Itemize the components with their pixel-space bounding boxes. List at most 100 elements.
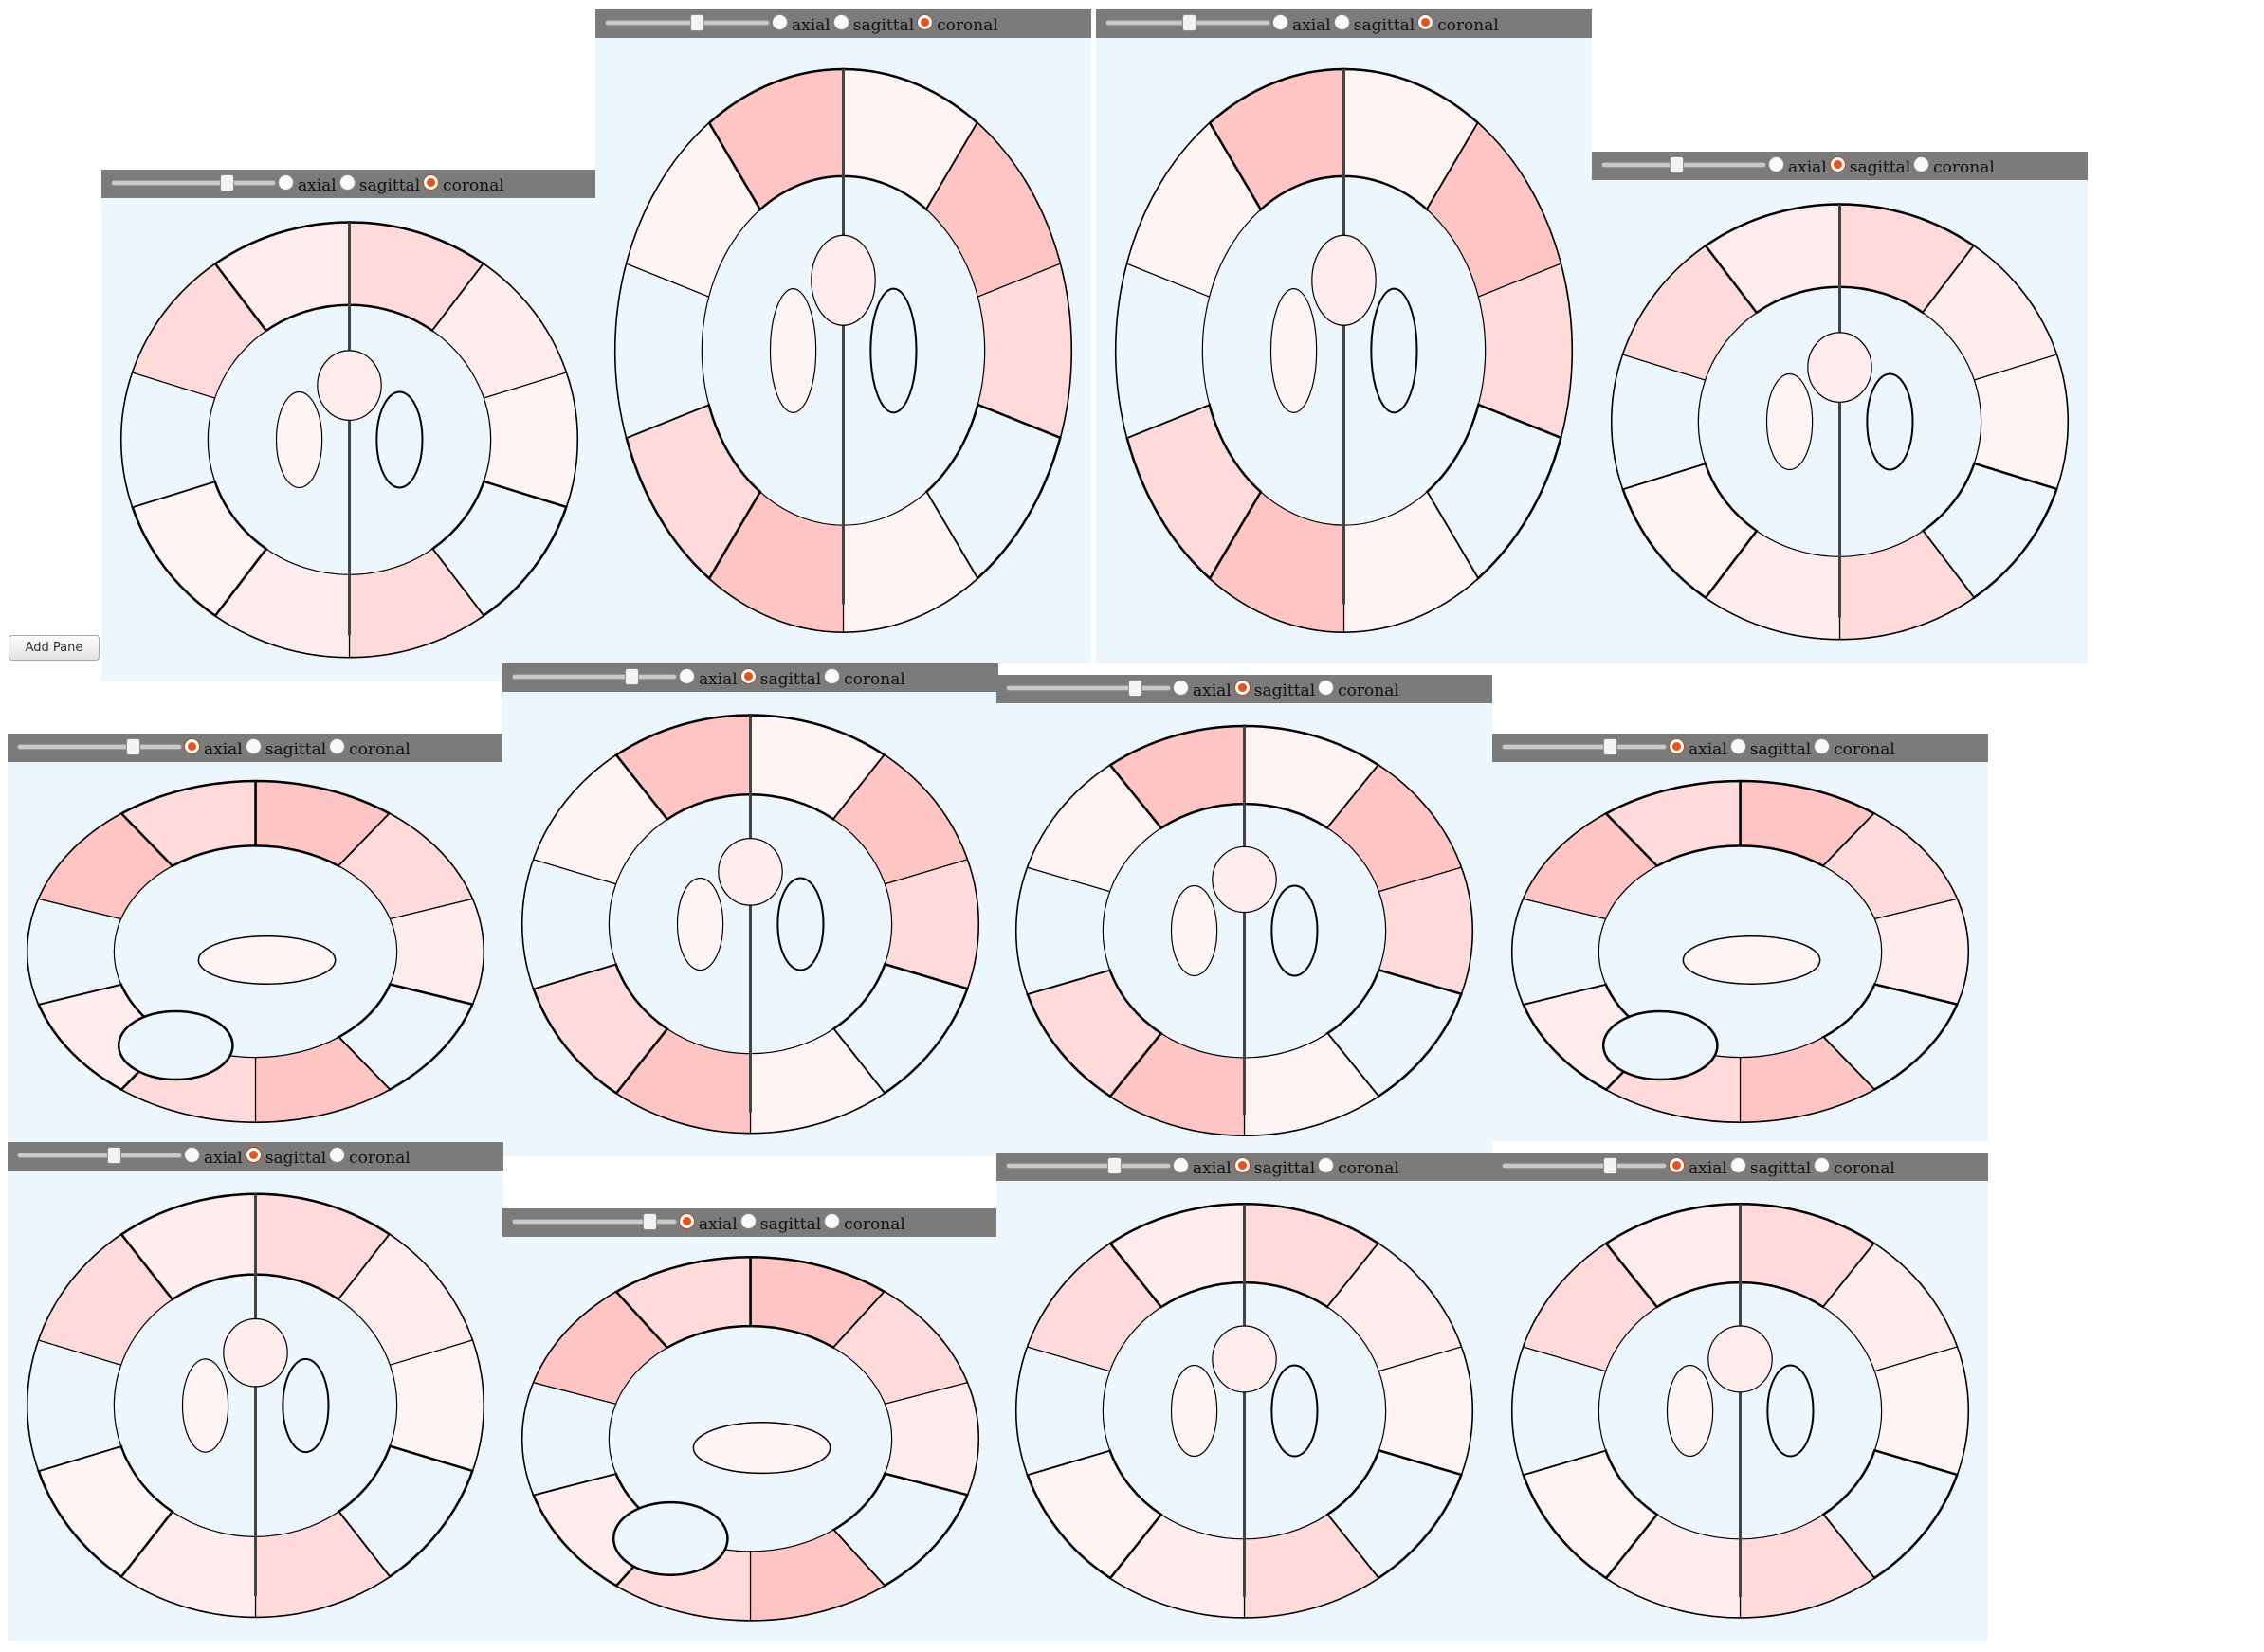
- slice-slider[interactable]: [1006, 1157, 1171, 1174]
- radio-coronal[interactable]: [329, 1146, 346, 1163]
- radio-sagittal[interactable]: [1729, 1156, 1746, 1173]
- radio-sagittal[interactable]: [245, 737, 262, 754]
- radio-axial[interactable]: [679, 1212, 695, 1229]
- brain-slice-drawing: [26, 1192, 485, 1619]
- brain-view[interactable]: [595, 38, 1091, 663]
- radio-coronal[interactable]: [1913, 155, 1930, 172]
- brain-view[interactable]: [502, 1237, 998, 1641]
- brain-slice-drawing: [1610, 203, 2070, 641]
- radio-label-axial: axial: [1193, 681, 1232, 700]
- brain-view[interactable]: [1592, 180, 2088, 663]
- slice-slider-thumb[interactable]: [1182, 14, 1196, 31]
- slice-slider[interactable]: [17, 1147, 182, 1164]
- slice-slider[interactable]: [512, 668, 677, 685]
- radio-axial[interactable]: [278, 173, 294, 191]
- brain-region: [1666, 1364, 1714, 1458]
- slice-slider[interactable]: [1601, 156, 1766, 173]
- brain-view[interactable]: [8, 762, 503, 1141]
- radio-sagittal[interactable]: [1729, 737, 1746, 754]
- radio-sagittal[interactable]: [739, 1212, 757, 1229]
- slice-slider-thumb[interactable]: [642, 1213, 657, 1230]
- slice-slider-thumb[interactable]: [624, 668, 639, 685]
- brain-view[interactable]: [1096, 38, 1592, 663]
- radio-label-coronal: coronal: [443, 176, 504, 195]
- radio-axial[interactable]: [1669, 737, 1685, 754]
- brain-view[interactable]: [101, 198, 597, 681]
- brain-view[interactable]: [1492, 762, 1988, 1141]
- cerebellum-region: [1601, 1009, 1719, 1081]
- slice-slider-thumb[interactable]: [1670, 156, 1685, 173]
- slice-slider-thumb[interactable]: [1602, 1157, 1617, 1174]
- brain-region: [1370, 287, 1418, 414]
- radio-sagittal[interactable]: [739, 667, 757, 684]
- radio-label-axial: axial: [1193, 1159, 1232, 1178]
- brain-view[interactable]: [1492, 1181, 1988, 1641]
- slice-slider-thumb[interactable]: [689, 14, 704, 31]
- slice-slider-thumb[interactable]: [126, 738, 141, 755]
- brain-slice-drawing: [26, 779, 485, 1123]
- radio-axial[interactable]: [1669, 1156, 1685, 1173]
- radio-coronal[interactable]: [1417, 13, 1434, 30]
- radio-label-coronal: coronal: [937, 16, 998, 35]
- radio-axial[interactable]: [1272, 13, 1288, 30]
- slice-slider[interactable]: [1105, 14, 1270, 31]
- brain-view[interactable]: [996, 703, 1492, 1158]
- radio-axial[interactable]: [184, 1146, 200, 1163]
- radio-sagittal[interactable]: [1333, 13, 1350, 30]
- radio-label-coronal: coronal: [1933, 158, 1995, 177]
- radio-axial[interactable]: [772, 13, 788, 30]
- slice-slider[interactable]: [17, 738, 182, 755]
- radio-label-sagittal: sagittal: [1253, 681, 1316, 700]
- cerebellum-region: [612, 1500, 729, 1577]
- radio-sagittal[interactable]: [1233, 679, 1251, 696]
- radio-sagittal[interactable]: [832, 13, 849, 30]
- brain-region: [1212, 845, 1277, 914]
- slice-slider[interactable]: [1006, 680, 1171, 697]
- radio-coronal[interactable]: [1318, 679, 1335, 696]
- brain-view[interactable]: [8, 1171, 503, 1641]
- radio-coronal[interactable]: [1318, 1156, 1335, 1173]
- slice-slider-thumb[interactable]: [1128, 680, 1143, 697]
- radio-axial[interactable]: [1768, 155, 1784, 172]
- slice-slider[interactable]: [605, 14, 770, 31]
- brain-region: [1682, 935, 1821, 985]
- radio-axial[interactable]: [184, 737, 200, 754]
- radio-coronal[interactable]: [917, 13, 934, 30]
- brain-region: [1707, 1325, 1773, 1393]
- brain-region: [1170, 1364, 1218, 1458]
- radio-axial[interactable]: [679, 667, 695, 684]
- radio-axial[interactable]: [1173, 679, 1189, 696]
- radio-coronal[interactable]: [423, 173, 440, 191]
- slice-slider[interactable]: [512, 1213, 677, 1230]
- slice-slider[interactable]: [111, 174, 276, 191]
- radio-label-coronal: coronal: [1834, 1159, 1895, 1178]
- add-pane-button[interactable]: Add Pane: [9, 635, 100, 661]
- radio-sagittal[interactable]: [245, 1146, 262, 1163]
- slice-slider-thumb[interactable]: [1602, 738, 1617, 755]
- slice-slider-thumb[interactable]: [1106, 1157, 1122, 1174]
- radio-sagittal[interactable]: [1829, 155, 1846, 172]
- radio-coronal[interactable]: [824, 1212, 841, 1229]
- slice-slider-thumb[interactable]: [106, 1147, 121, 1164]
- brain-view[interactable]: [502, 692, 998, 1156]
- slice-slider[interactable]: [1502, 738, 1667, 755]
- radio-coronal[interactable]: [1814, 1156, 1831, 1173]
- brain-region: [776, 877, 825, 971]
- radio-sagittal[interactable]: [1233, 1156, 1251, 1173]
- brain-region: [718, 837, 783, 906]
- radio-coronal[interactable]: [1814, 737, 1831, 754]
- radio-coronal[interactable]: [329, 737, 346, 754]
- radio-axial[interactable]: [1173, 1156, 1189, 1173]
- brain-view[interactable]: [996, 1181, 1492, 1641]
- slice-slider[interactable]: [1502, 1157, 1667, 1174]
- radio-sagittal[interactable]: [338, 173, 356, 191]
- radio-coronal[interactable]: [824, 667, 841, 684]
- slice-slider-thumb[interactable]: [220, 174, 235, 191]
